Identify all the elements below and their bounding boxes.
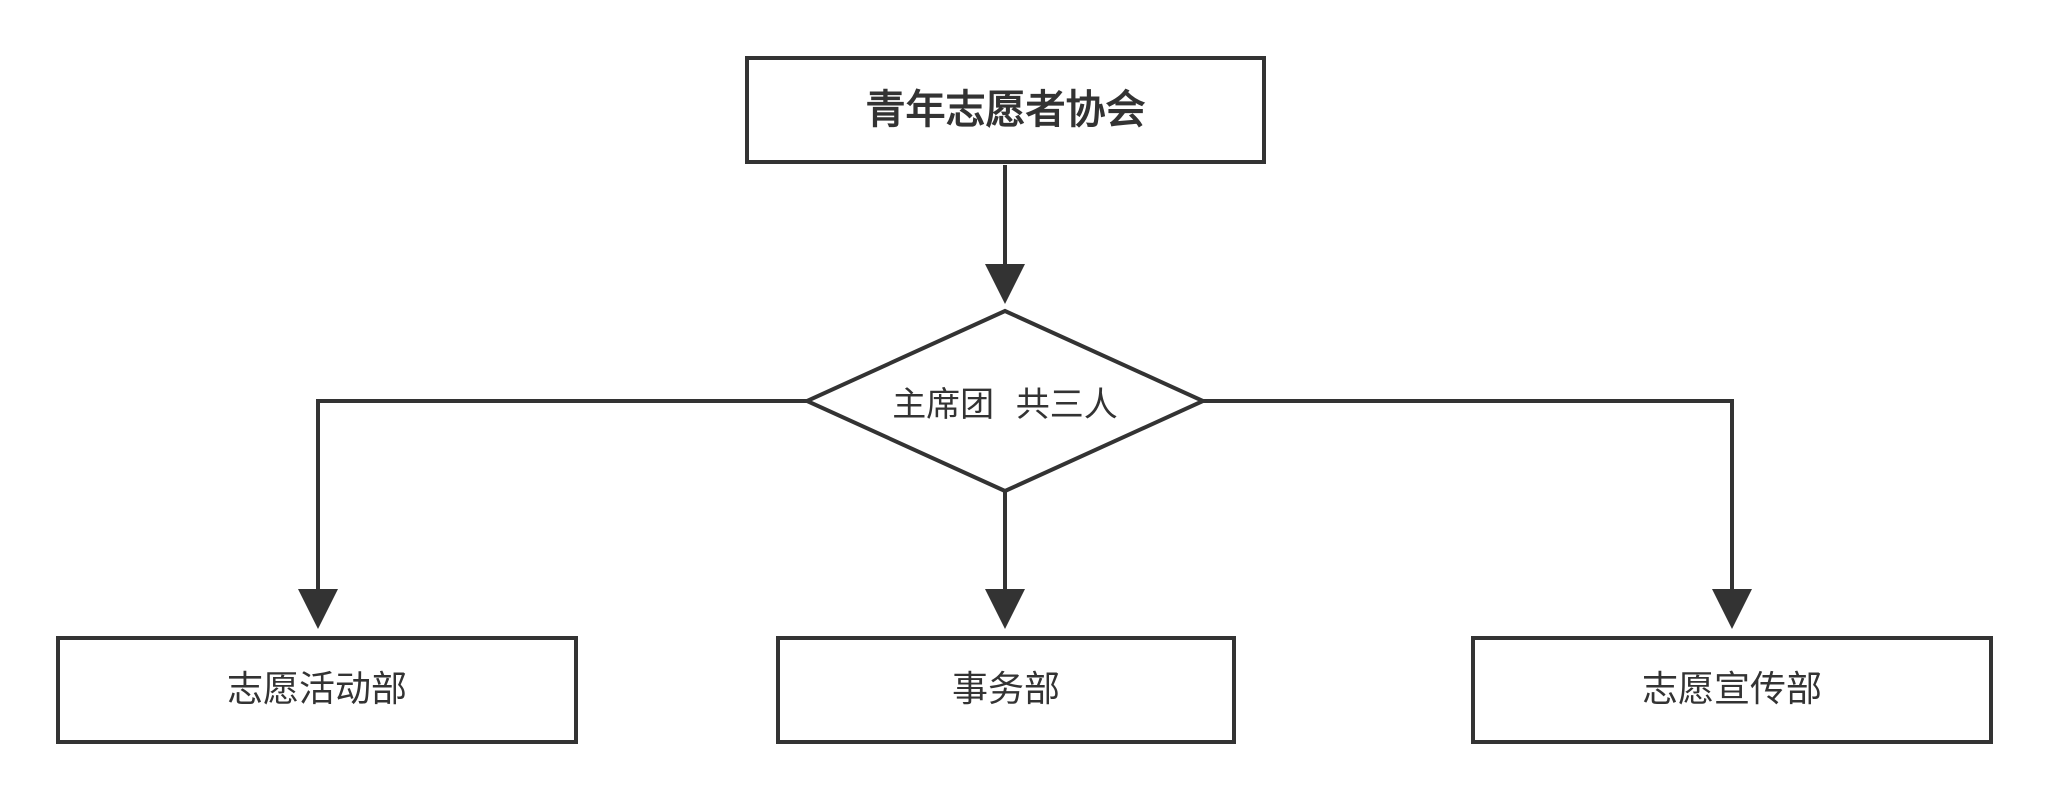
root-node: 青年志愿者协会 [745,56,1266,164]
center-node-label: 主席团 共三人 [892,384,1118,425]
connector-center-to-dept-right [1203,399,1752,629]
center-diamond-shape [802,308,1208,494]
dept-node-affairs: 事务部 [776,636,1236,744]
dept-node-activities-label: 志愿活动部 [226,669,407,710]
connector-center-to-dept-left [298,399,807,629]
root-node-label: 青年志愿者协会 [865,87,1146,133]
dept-node-activities: 志愿活动部 [56,636,578,744]
dept-node-publicity: 志愿宣传部 [1471,636,1993,744]
dept-node-publicity-label: 志愿宣传部 [1641,669,1822,710]
dept-node-affairs-label: 事务部 [951,669,1060,710]
